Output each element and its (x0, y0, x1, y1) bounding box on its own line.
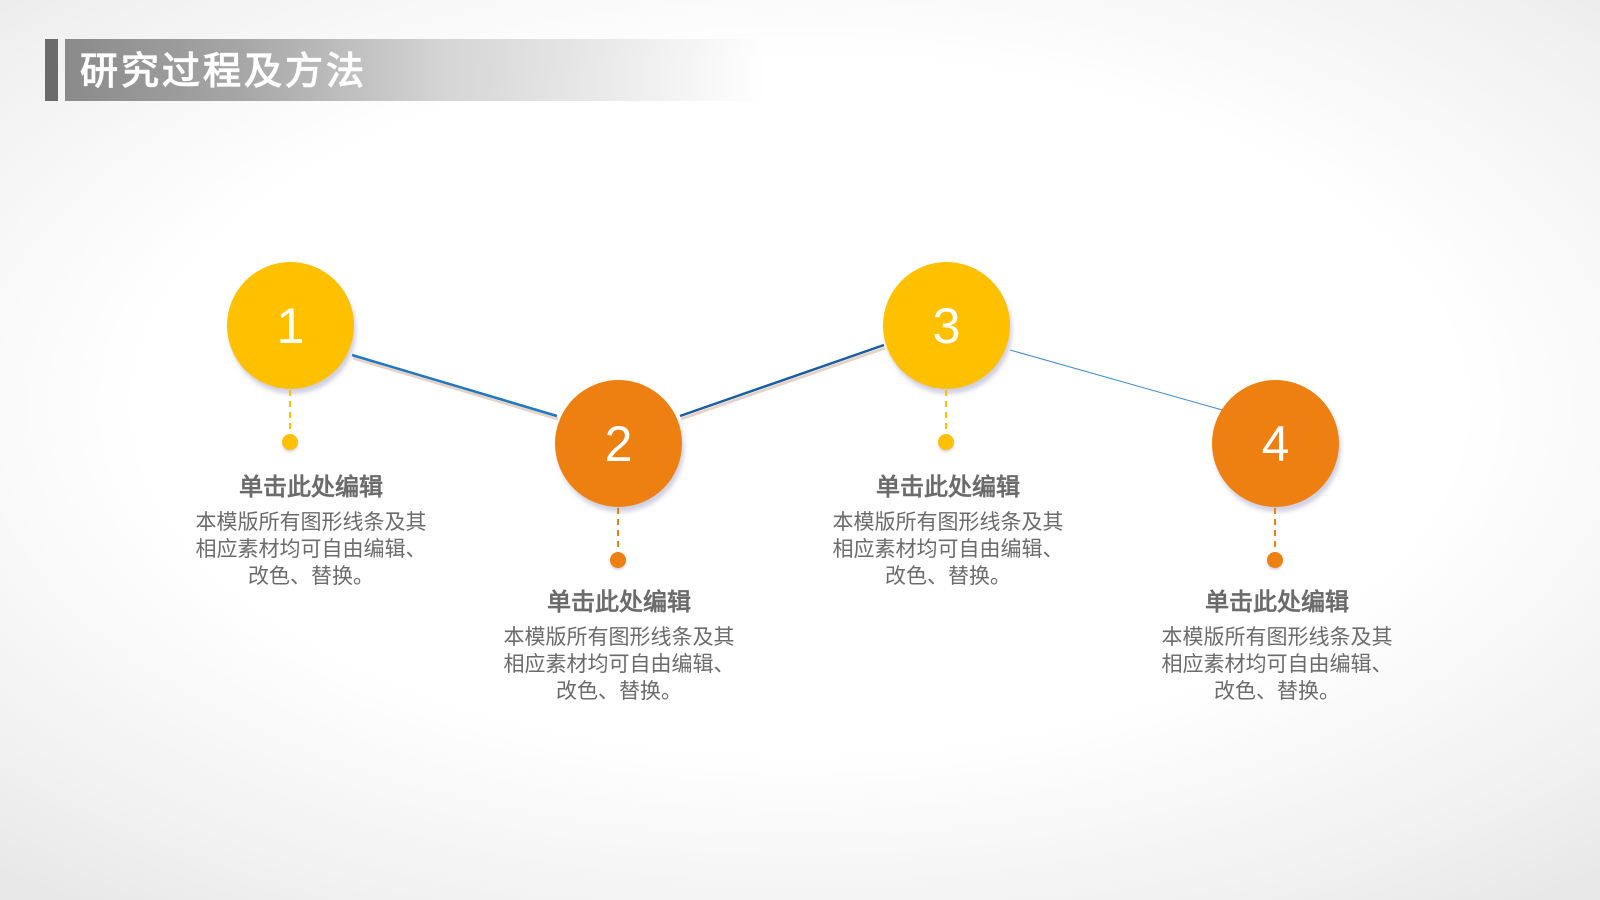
step-number: 2 (604, 415, 633, 472)
connector-2-3 (679, 343, 885, 418)
step-desc-line: 相应素材均可自由编辑、 (1161, 652, 1393, 676)
step-3-circle[interactable]: 3 (883, 262, 1010, 389)
step-4-text: 单击此处编辑 本模版所有图形线条及其 相应素材均可自由编辑、 改色、替换。 (1137, 586, 1417, 705)
step-desc-line: 本模版所有图形线条及其 (1161, 625, 1393, 649)
step-3-dot (938, 434, 954, 450)
step-heading[interactable]: 单击此处编辑 (876, 473, 1020, 501)
step-1-circle[interactable]: 1 (227, 262, 354, 389)
step-desc-line: 本模版所有图形线条及其 (832, 510, 1064, 534)
title-banner (65, 39, 765, 101)
step-desc-line: 改色、替换。 (556, 679, 682, 703)
step-4-circle[interactable]: 4 (1212, 380, 1339, 507)
step-1-stem (289, 390, 291, 440)
step-2-stem (617, 508, 619, 558)
step-number: 3 (932, 297, 961, 354)
connector-3-4 (1009, 349, 1241, 416)
step-3-stem (945, 390, 947, 440)
step-1-dot (282, 434, 298, 450)
step-2-circle[interactable]: 2 (555, 380, 682, 507)
step-heading[interactable]: 单击此处编辑 (239, 473, 383, 501)
step-desc-line: 本模版所有图形线条及其 (195, 510, 427, 534)
step-2-dot (610, 552, 626, 568)
step-desc-line: 相应素材均可自由编辑、 (503, 652, 735, 676)
step-desc-line: 改色、替换。 (1214, 679, 1340, 703)
step-desc-line: 改色、替换。 (248, 564, 374, 588)
step-desc-line: 相应素材均可自由编辑、 (832, 537, 1064, 561)
step-heading[interactable]: 单击此处编辑 (547, 588, 691, 616)
step-3-text: 单击此处编辑 本模版所有图形线条及其 相应素材均可自由编辑、 改色、替换。 (808, 471, 1088, 590)
step-4-dot (1267, 552, 1283, 568)
step-1-text: 单击此处编辑 本模版所有图形线条及其 相应素材均可自由编辑、 改色、替换。 (171, 471, 451, 590)
step-desc-line: 改色、替换。 (885, 564, 1011, 588)
connector-1-2 (351, 353, 558, 418)
step-heading[interactable]: 单击此处编辑 (1205, 588, 1349, 616)
step-number: 4 (1261, 415, 1290, 472)
step-2-text: 单击此处编辑 本模版所有图形线条及其 相应素材均可自由编辑、 改色、替换。 (479, 586, 759, 705)
step-desc-line: 相应素材均可自由编辑、 (195, 537, 427, 561)
step-desc-line: 本模版所有图形线条及其 (503, 625, 735, 649)
slide-title[interactable]: 研究过程及方法 (80, 49, 368, 93)
step-4-stem (1274, 508, 1276, 558)
step-number: 1 (276, 297, 305, 354)
title-accent-bar (45, 39, 58, 101)
